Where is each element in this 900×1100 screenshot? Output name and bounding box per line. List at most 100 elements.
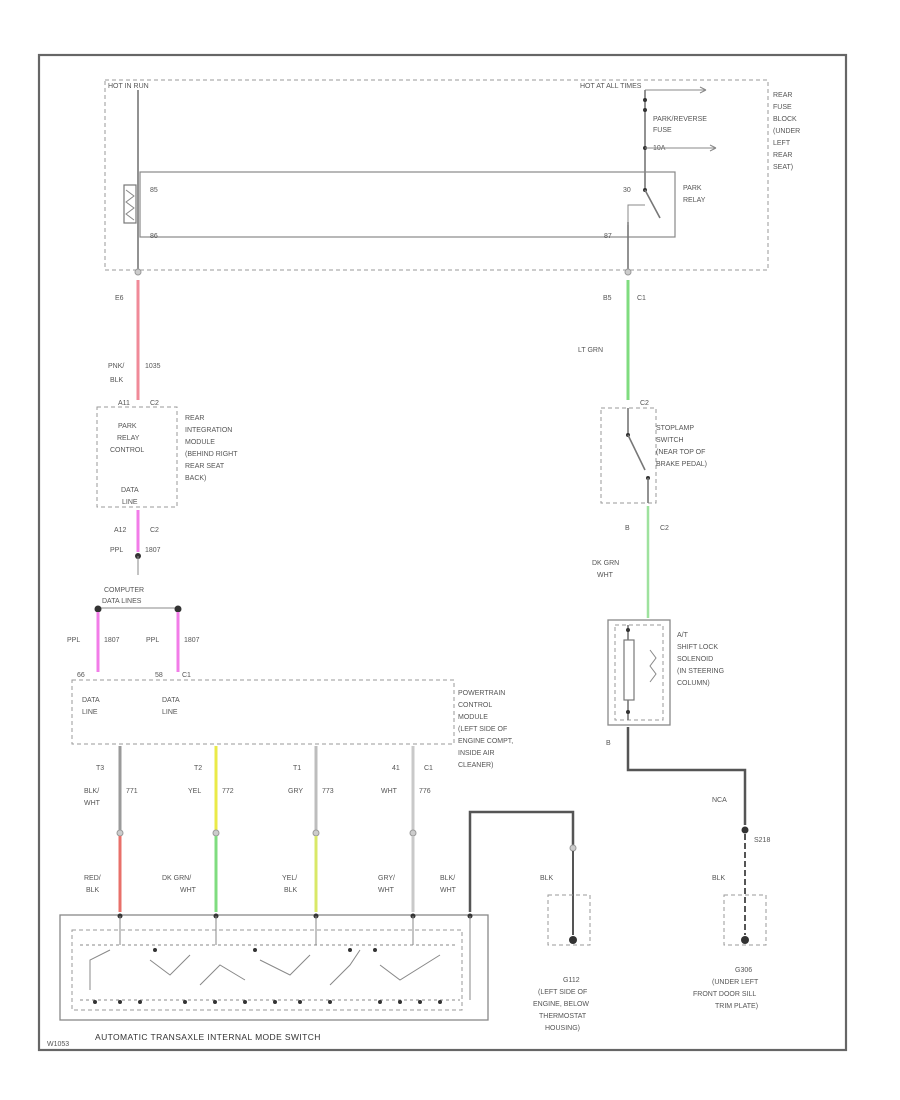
svg-text:REAR SEAT: REAR SEAT xyxy=(185,463,225,470)
outer-frame xyxy=(37,53,848,1052)
svg-text:LINE: LINE xyxy=(122,499,138,506)
wire-dk-grn-wht-2-label: DK GRN/ WHT xyxy=(162,875,197,894)
hot-at-all-times-label: HOT AT ALL TIMES xyxy=(580,83,642,90)
rim-pin-c2: C2 xyxy=(150,400,159,407)
connector-e6: E6 xyxy=(115,295,124,302)
pcm-data-line-a: DATA LINE xyxy=(82,697,100,716)
stoplamp-switch-contact xyxy=(627,434,646,471)
svg-text:BRAKE PEDAL): BRAKE PEDAL) xyxy=(656,461,707,468)
wire-773-label: GRY 773 xyxy=(288,788,334,795)
wire-771-label: BLK/ WHT 771 xyxy=(84,788,138,807)
svg-text:BLK/: BLK/ xyxy=(440,875,455,882)
svg-text:RED/: RED/ xyxy=(84,875,101,882)
wire-blk-b-label: BLK xyxy=(712,875,726,882)
svg-text:INTEGRATION: INTEGRATION xyxy=(185,427,232,434)
svg-text:PARK: PARK xyxy=(118,423,137,430)
ground-g306-icon xyxy=(741,936,749,944)
svg-text:PARK: PARK xyxy=(683,185,702,192)
powertrain-control-module-label: POWERTRAIN CONTROL MODULE (LEFT SIDE OF … xyxy=(458,690,513,769)
splice-s218 xyxy=(741,826,749,834)
rim-pin-a11: A11 xyxy=(118,400,130,407)
svg-text:BLK: BLK xyxy=(110,377,124,384)
svg-text:1807: 1807 xyxy=(184,637,200,644)
powertrain-control-module-outline xyxy=(71,679,455,745)
ground-g112-label: G112 (LEFT SIDE OF ENGINE, BELOW THERMOS… xyxy=(533,977,589,1032)
svg-text:G112: G112 xyxy=(563,977,580,984)
internal-mode-switch-title: AUTOMATIC TRANSAXLE INTERNAL MODE SWITCH xyxy=(95,1032,321,1042)
rear-integration-module-label: REAR INTEGRATION MODULE (BEHIND RIGHT RE… xyxy=(185,415,238,482)
ground-g306-outline xyxy=(723,894,767,946)
wire-776-label: WHT 776 xyxy=(381,788,431,795)
svg-text:MODULE: MODULE xyxy=(458,714,488,721)
svg-text:WHT: WHT xyxy=(180,887,197,894)
rear-integration-module-outline xyxy=(96,406,178,508)
svg-text:DATA: DATA xyxy=(162,697,180,704)
svg-text:TRIM PLATE): TRIM PLATE) xyxy=(715,1003,758,1010)
svg-text:A/T: A/T xyxy=(677,632,689,639)
pcm-top-pin-66: 66 xyxy=(77,672,85,679)
svg-text:PPL: PPL xyxy=(110,547,123,554)
wire-nca-label: NCA xyxy=(712,797,727,804)
svg-text:(IN STEERING: (IN STEERING xyxy=(677,668,724,675)
svg-text:BLK: BLK xyxy=(86,887,100,894)
connector-c1: C1 xyxy=(637,295,646,302)
svg-text:LINE: LINE xyxy=(162,709,178,716)
svg-text:INSIDE AIR: INSIDE AIR xyxy=(458,750,495,757)
pcm-pin-t2: T2 xyxy=(194,765,202,772)
park-relay-box xyxy=(139,171,676,238)
wire-yel-blk-label: YEL/ BLK xyxy=(282,875,298,894)
svg-text:773: 773 xyxy=(322,788,334,795)
svg-text:YEL: YEL xyxy=(188,788,201,795)
svg-text:DATA: DATA xyxy=(121,487,139,494)
svg-text:(UNDER: (UNDER xyxy=(773,128,800,135)
shift-lock-solenoid-box xyxy=(607,619,671,726)
relay-switch-contact xyxy=(644,189,661,219)
svg-text:DK GRN: DK GRN xyxy=(592,560,619,567)
wire-blk-wht-ground-g112 xyxy=(468,810,575,912)
svg-text:PNK/: PNK/ xyxy=(108,363,124,370)
svg-text:MODULE: MODULE xyxy=(185,439,215,446)
svg-text:LEFT: LEFT xyxy=(773,140,791,147)
svg-text:CLEANER): CLEANER) xyxy=(458,762,493,769)
svg-text:CONTROL: CONTROL xyxy=(110,447,144,454)
rear-fuse-block-label: REAR FUSE BLOCK (UNDER LEFT REAR SEAT) xyxy=(773,92,800,171)
svg-text:DK GRN/: DK GRN/ xyxy=(162,875,191,882)
svg-text:REAR: REAR xyxy=(773,152,792,159)
svg-text:HOUSING): HOUSING) xyxy=(545,1025,580,1032)
stoplamp-switch-label: STOPLAMP SWITCH (NEAR TOP OF BRAKE PEDAL… xyxy=(656,425,707,468)
svg-text:THERMOSTAT: THERMOSTAT xyxy=(539,1013,587,1020)
rim-pin-a12: A12 xyxy=(114,527,127,534)
pcm-top-pin-c1: C1 xyxy=(182,672,191,679)
ground-g112-outline xyxy=(547,894,591,946)
svg-text:LINE: LINE xyxy=(82,709,98,716)
svg-text:STOPLAMP: STOPLAMP xyxy=(656,425,694,432)
ground-g306-label: G306 (UNDER LEFT FRONT DOOR SILL TRIM PL… xyxy=(693,967,759,1010)
svg-text:(BEHIND RIGHT: (BEHIND RIGHT xyxy=(185,451,238,458)
rim-data-line: DATA LINE xyxy=(121,487,139,506)
wire-pnk-blk-label: PNK/ 1035 BLK xyxy=(108,363,161,384)
svg-text:(UNDER LEFT: (UNDER LEFT xyxy=(712,979,759,986)
solenoid-coil-icon xyxy=(623,639,635,701)
svg-text:776: 776 xyxy=(419,788,431,795)
svg-text:G306: G306 xyxy=(735,967,752,974)
wire-772-label: YEL 772 xyxy=(188,788,234,795)
wire-dk-grn-wht-label: DK GRN WHT xyxy=(592,560,619,579)
svg-text:PPL: PPL xyxy=(146,637,159,644)
svg-text:BLK/: BLK/ xyxy=(84,788,99,795)
park-relay-label: PARK RELAY xyxy=(683,185,706,204)
pcm-pin-t3: T3 xyxy=(96,765,104,772)
svg-text:FRONT DOOR SILL: FRONT DOOR SILL xyxy=(693,991,756,998)
pcm-top-pin-58: 58 xyxy=(155,672,163,679)
svg-text:GRY/: GRY/ xyxy=(378,875,395,882)
computer-data-lines-label: COMPUTER DATA LINES xyxy=(102,587,144,605)
wire-blk-a-label: BLK xyxy=(540,875,554,882)
svg-text:SEAT): SEAT) xyxy=(773,164,793,171)
svg-text:DATA LINES: DATA LINES xyxy=(102,598,142,605)
wire-ppl-rim-label: PPL 1807 xyxy=(110,547,161,554)
solenoid-pin-b: B xyxy=(606,740,611,747)
relay-pin-30: 30 xyxy=(623,187,631,194)
svg-text:SHIFT LOCK: SHIFT LOCK xyxy=(677,644,718,651)
svg-text:FUSE: FUSE xyxy=(773,104,792,111)
wire-lt-grn-label: LT GRN xyxy=(578,347,603,354)
